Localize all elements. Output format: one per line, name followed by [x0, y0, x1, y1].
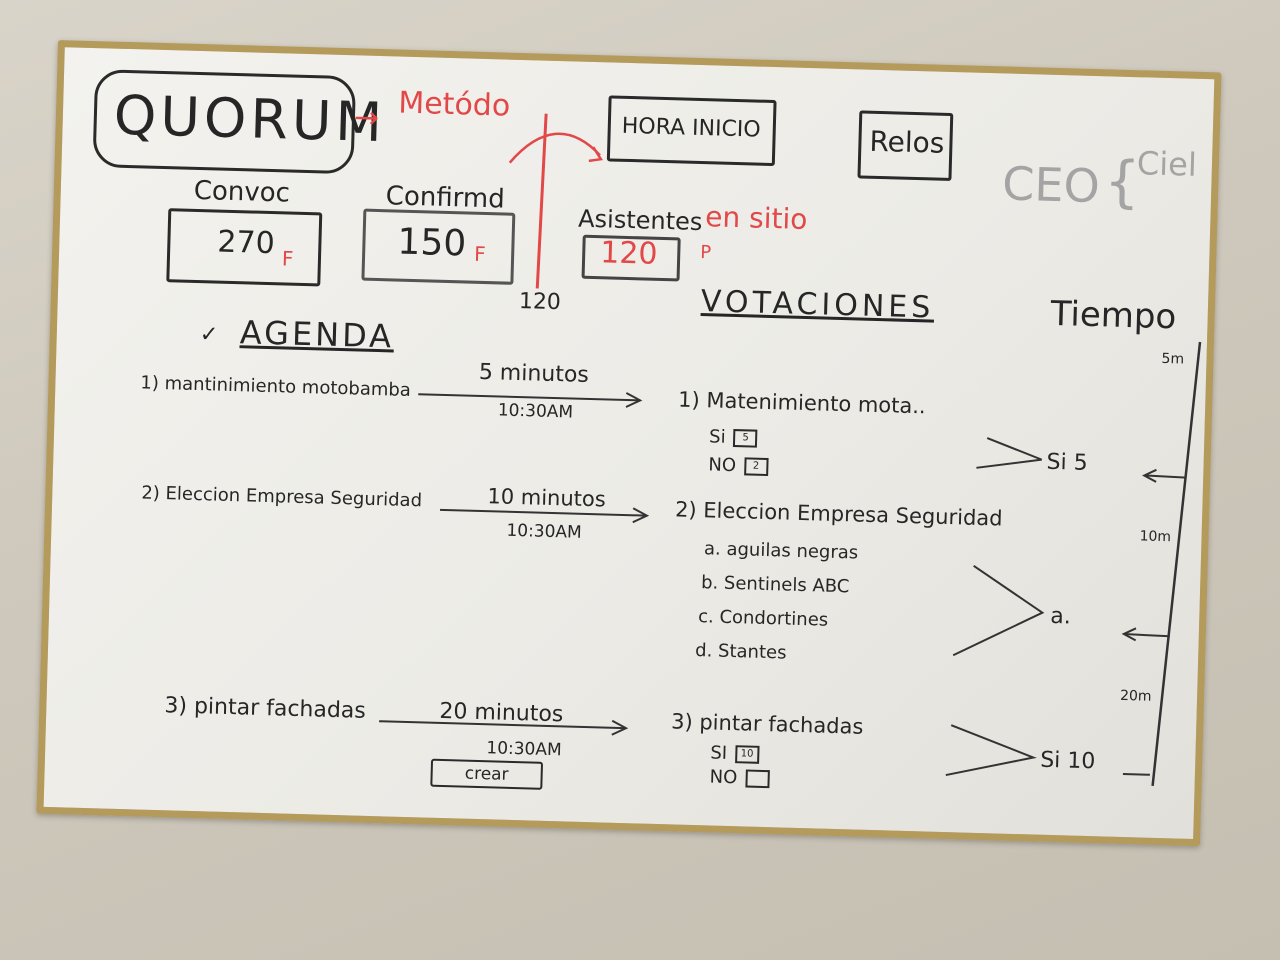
- agenda-arrow-2-head: [632, 507, 650, 524]
- agenda-arrow-3-head: [611, 719, 629, 736]
- vote-3-chevron: [945, 724, 1037, 777]
- tiempo-tick-1-head: [1142, 468, 1157, 483]
- tiempo-axis: [1151, 341, 1202, 786]
- red-arc-arrowhead: [588, 146, 603, 163]
- red-arc-arrow: [508, 132, 601, 164]
- vote-1-chevron: [976, 437, 1043, 469]
- agenda-arrow-1: [418, 393, 639, 402]
- red-divider-line: [535, 113, 548, 289]
- board-strokes: [379, 113, 1202, 786]
- vote-2-chevron: [952, 564, 1045, 657]
- tiempo-tick-2-head: [1121, 627, 1137, 642]
- agenda-arrow-2: [440, 508, 645, 517]
- whiteboard: QUORUM → Metódo HORA INICIO Relos CEO { …: [36, 40, 1280, 864]
- agenda-arrow-1-head: [625, 392, 643, 408]
- agenda-arrow-3: [379, 720, 625, 730]
- tiempo-tick-2: [1123, 632, 1170, 638]
- tiempo-tick-1: [1146, 474, 1187, 479]
- tiempo-tick-3: [1122, 773, 1150, 776]
